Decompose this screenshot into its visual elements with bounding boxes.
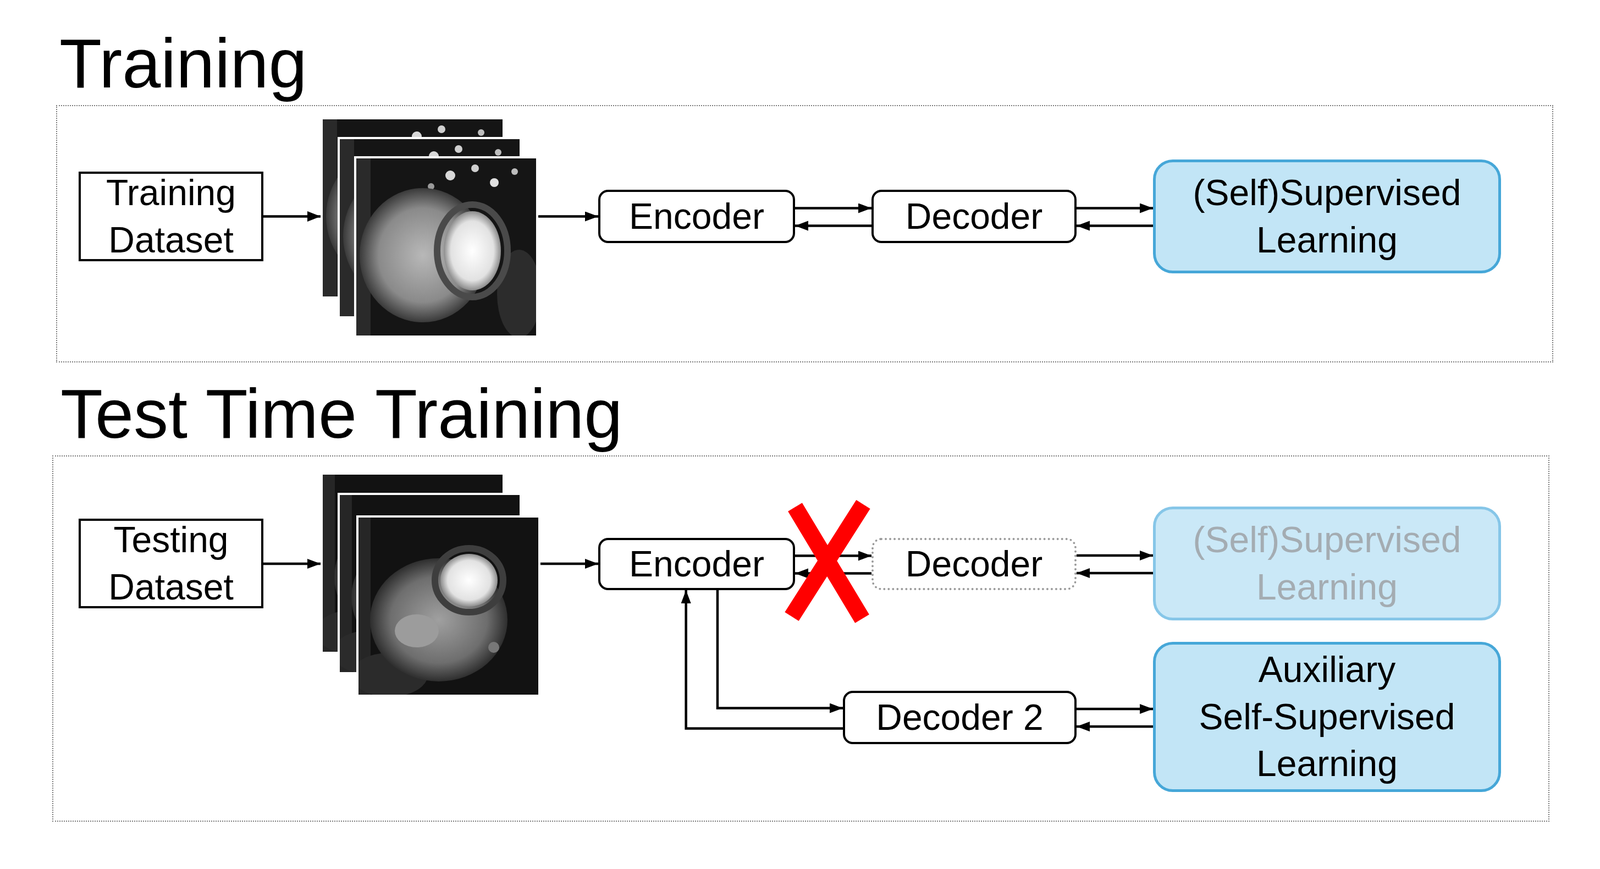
encoder-box: Encoder [598,537,796,590]
section-panel: Test Time TrainingTesting DatasetEncoder… [52,455,1550,822]
arrow-connector [1076,224,1153,228]
dataset-box: Training Dataset [78,171,264,262]
cross-mark [791,504,864,617]
box-label: Auxiliary Self-Supervised Learning [1155,646,1499,788]
box-label: Encoder [620,540,774,588]
section-heading: Test Time Training [60,379,623,449]
box-label: (Self)Supervised Learning [1155,169,1499,264]
box-label: Testing Dataset [80,516,262,611]
section-heading: Training [59,29,308,99]
arrow-connector [795,206,872,210]
section-panel: TrainingTraining DatasetEncoderDecoder(S… [56,105,1554,363]
arrow-connector [1076,206,1153,210]
box-label: Decoder [896,192,1052,241]
learning-box: Auxiliary Self-Supervised Learning [1152,641,1502,792]
arrow-connector [263,562,599,566]
arrow-connector [717,589,843,709]
box-label: Decoder 2 [867,693,1053,742]
mri-slice-image [332,492,522,675]
arrow-connector [1076,725,1153,728]
mri-slice-image [350,515,541,697]
encoder-box: Encoder [598,189,796,244]
box-label: Decoder [896,540,1052,588]
arrow-head [307,211,321,222]
arrow-connector [1076,554,1153,557]
box-label: Training Dataset [80,169,262,264]
arrow-connector [1076,707,1153,711]
removed-decoder-box: Decoder [871,537,1077,590]
box-label: (Self)Supervised Learning [1155,516,1499,611]
learning-box: (Self)Supervised Learning [1152,159,1502,274]
decoder-box: Decoder 2 [842,690,1077,744]
cross-mark [795,506,863,619]
dataset-box: Testing Dataset [78,518,264,609]
box-label: Encoder [620,192,774,241]
arrow-head [307,558,321,569]
arrow-connector [263,214,599,218]
mri-slice-image [354,156,542,338]
arrow-connector [795,224,872,228]
learning-box: (Self)Supervised Learning [1152,506,1502,621]
arrow-connector [686,589,843,729]
mri-slice-image [315,472,505,654]
decoder-box: Decoder [871,189,1077,244]
arrow-connector [1076,571,1153,575]
mri-slice-image [320,117,508,299]
arrow-connector [795,554,872,557]
mri-slice-image [337,136,525,319]
arrow-connector [795,571,872,575]
